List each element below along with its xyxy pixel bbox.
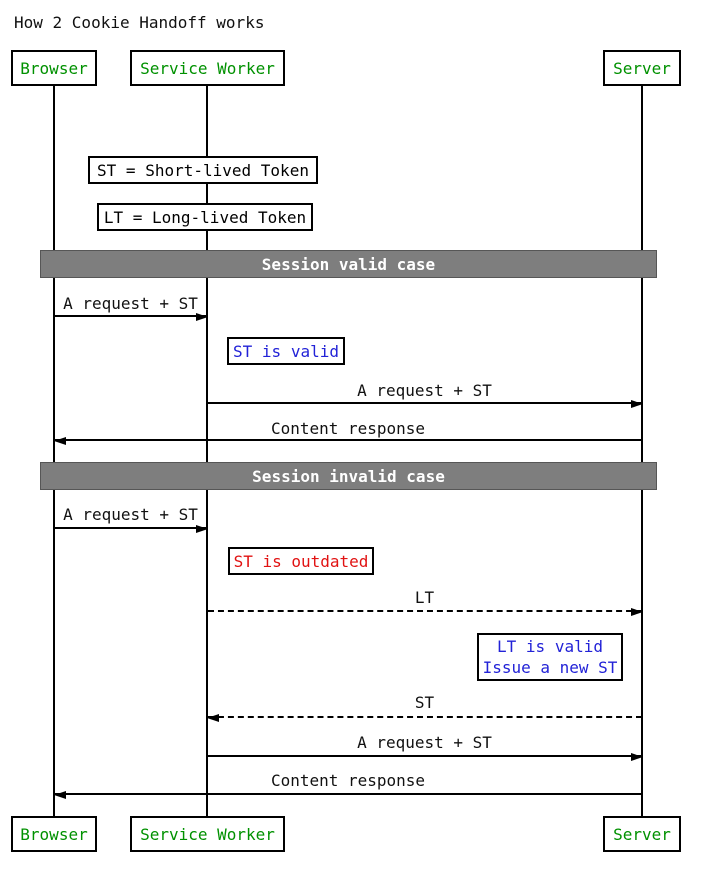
message-label: A request + ST — [357, 381, 492, 400]
actor-service-worker-label: Service Worker — [140, 58, 275, 78]
message-arrow-dashed — [207, 714, 642, 722]
arrowhead-right-icon — [196, 525, 208, 533]
actor-browser-top: Browser — [11, 50, 97, 86]
actor-browser-label: Browser — [20, 824, 88, 844]
message-label: A request + ST — [63, 505, 198, 524]
arrowhead-left-icon — [54, 791, 66, 799]
state-note-st-outdated: ST is outdated — [228, 547, 374, 575]
message-label: Content response — [270, 771, 426, 790]
arrowhead-right-icon — [631, 753, 643, 761]
message-arrow — [55, 313, 208, 321]
actor-server-label: Server — [613, 824, 671, 844]
section-band-invalid-label: Session invalid case — [252, 466, 445, 486]
actor-server-bottom: Server — [603, 816, 681, 852]
message-arrow — [54, 791, 642, 799]
legend-note-st-label: ST = Short-lived Token — [97, 160, 309, 180]
section-band-valid-label: Session valid case — [261, 254, 436, 274]
lifeline-server — [641, 86, 643, 816]
arrowhead-left-icon — [54, 437, 66, 445]
arrowhead-right-icon — [631, 608, 643, 616]
message-arrow — [208, 400, 643, 408]
actor-browser-label: Browser — [20, 58, 88, 78]
section-band-valid: Session valid case — [40, 250, 657, 278]
message-label: Content response — [270, 419, 426, 438]
state-note-st-outdated-label: ST is outdated — [233, 551, 369, 571]
arrowhead-right-icon — [631, 400, 643, 408]
actor-service-worker-top: Service Worker — [130, 50, 285, 86]
message-arrow-dashed — [208, 608, 643, 616]
message-arrow — [208, 753, 643, 761]
legend-note-lt-label: LT = Long-lived Token — [103, 207, 307, 227]
message-label: ST — [414, 693, 435, 712]
section-band-invalid: Session invalid case — [40, 462, 657, 490]
arrowhead-right-icon — [196, 313, 208, 321]
lifeline-browser — [53, 86, 55, 816]
arrowhead-left-icon — [207, 714, 219, 722]
message-arrow — [54, 437, 642, 445]
legend-note-st: ST = Short-lived Token — [88, 156, 318, 184]
message-label: LT — [414, 588, 435, 607]
actor-service-worker-label: Service Worker — [140, 824, 275, 844]
actor-server-label: Server — [613, 58, 671, 78]
state-note-lt-valid-line1: LT is valid — [497, 637, 603, 656]
message-label: A request + ST — [63, 294, 198, 313]
message-label: A request + ST — [357, 733, 492, 752]
message-arrow — [55, 525, 208, 533]
state-note-st-valid-label: ST is valid — [233, 341, 339, 361]
actor-service-worker-bottom: Service Worker — [130, 816, 285, 852]
actor-server-top: Server — [603, 50, 681, 86]
diagram-title: How 2 Cookie Handoff works — [14, 13, 265, 32]
legend-note-lt: LT = Long-lived Token — [97, 203, 313, 231]
actor-browser-bottom: Browser — [11, 816, 97, 852]
state-note-lt-valid-line2: Issue a new ST — [482, 658, 618, 677]
lifeline-service-worker — [206, 86, 208, 816]
state-note-lt-valid: LT is valid Issue a new ST — [477, 633, 623, 681]
state-note-st-valid: ST is valid — [227, 337, 345, 365]
